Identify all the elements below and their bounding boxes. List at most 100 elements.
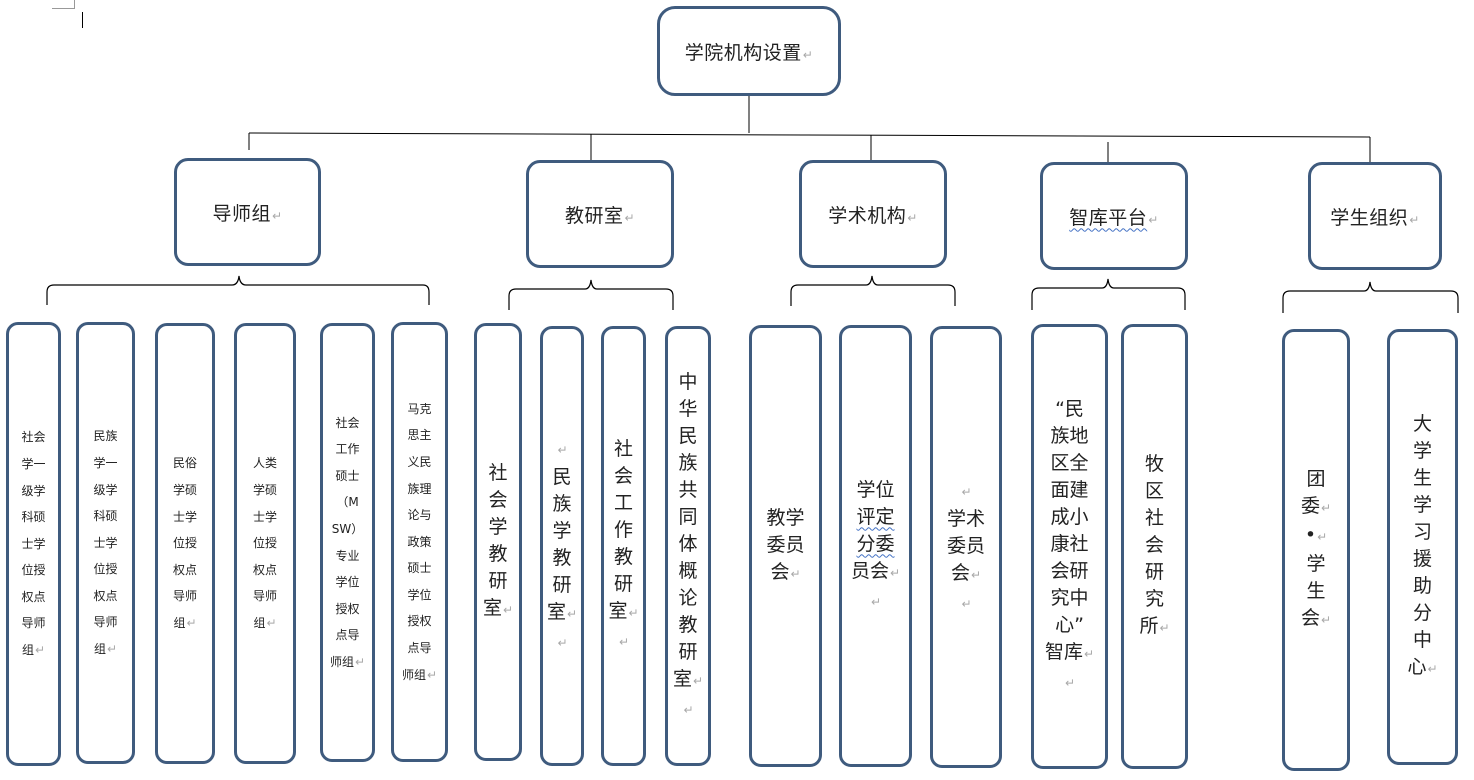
unit-box[interactable]: 民俗学硕士学位授权点导师组↵	[155, 323, 215, 764]
unit-label-line: 学	[1412, 440, 1432, 462]
unit-label-line: 士学	[93, 535, 118, 550]
unit-box[interactable]: 牧区社会研究所↵	[1121, 324, 1188, 769]
unit-label-line: 权点	[252, 562, 277, 577]
unit-label-line: 会	[1144, 534, 1164, 556]
unit-label-line: 作	[613, 519, 633, 541]
unit-label-line: 研	[552, 574, 572, 596]
unit-label-line: 位授	[93, 562, 118, 577]
unit-label-line: 教学	[766, 506, 805, 529]
unit-box[interactable]: “民族地区全面建成小康社会研究中心”智库↵↵	[1031, 324, 1108, 769]
category-label: 导师组↵	[212, 202, 283, 225]
category-think-tank[interactable]: 智库平台↵	[1040, 162, 1188, 270]
unit-label-line: 分	[1412, 602, 1432, 624]
unit-label-line: ↵	[870, 594, 882, 609]
unit-label-line: 民	[678, 424, 698, 447]
unit-label-line: 体	[678, 532, 698, 555]
unit-label-line: 科硕	[21, 510, 46, 525]
unit-label-line: 硕士	[407, 561, 432, 576]
unit-label: 大学生学习援助分中心↵	[1407, 411, 1437, 683]
unit-box[interactable]: ↵民族学教研室↵↵	[540, 326, 584, 766]
unit-label-line: 学	[1412, 494, 1432, 516]
unit-label-line: 论	[678, 586, 698, 609]
unit-label-line: ↵	[557, 443, 568, 457]
unit-box[interactable]: 人类学硕士学位授权点导师组↵	[234, 323, 296, 764]
unit-box[interactable]: 社会学教研室↵	[474, 323, 522, 761]
unit-label-line: 究中	[1050, 587, 1089, 609]
unit-label-line: 教	[613, 546, 633, 568]
unit-label-line: 导师	[252, 589, 277, 604]
unit-label: ↵学术委员会↵↵	[947, 477, 985, 618]
unit-label: 牧区社会研究所↵	[1139, 451, 1169, 642]
unit-label-line: “民	[1055, 398, 1084, 420]
category-academic-bodies[interactable]: 学术机构↵	[799, 160, 947, 268]
unit-box[interactable]: 大学生学习援助分中心↵	[1387, 329, 1458, 765]
unit-label-line: 成小	[1050, 506, 1089, 528]
unit-box[interactable]: 团委↵•↵学生会↵	[1282, 329, 1350, 771]
unit-label-line: 点导	[335, 628, 360, 643]
category-label: 教研室↵	[564, 204, 636, 227]
unit-label-line: 级学	[21, 483, 46, 498]
unit-label-line: 授权	[335, 601, 360, 616]
unit-label-line: 会↵	[950, 561, 982, 584]
unit-label-line: 同	[678, 505, 698, 528]
category-student-org[interactable]: 学生组织↵	[1308, 162, 1442, 270]
root-node[interactable]: 学院机构设置↵	[657, 6, 841, 96]
unit-box[interactable]: 马克思主义民族理论与政策硕士学位授权点导师组↵	[391, 322, 448, 762]
unit-label-line: 中	[1412, 629, 1432, 651]
unit-label-line: 团	[1306, 468, 1326, 490]
unit-label-line: 共	[678, 478, 698, 501]
unit-label-line: 社	[488, 462, 508, 484]
unit-label-line: 权点	[172, 562, 197, 577]
unit-box[interactable]: 学位评定分委员会↵↵	[839, 325, 912, 767]
unit-label-line: 民族	[93, 429, 118, 444]
unit-label-line: 室↵	[608, 600, 639, 622]
category-teaching-office[interactable]: 教研室↵	[526, 160, 674, 268]
unit-label-line: 组↵	[253, 615, 277, 630]
unit-label: 教学委员会↵	[766, 505, 804, 588]
category-tutor-group[interactable]: 导师组↵	[174, 158, 321, 266]
unit-label-line: 人类	[252, 456, 277, 471]
unit-label: 中华民族共同体概论教研室↵↵	[673, 369, 703, 724]
unit-label-line: 学	[488, 516, 508, 538]
root-title: 学院机构设置↵	[684, 41, 814, 64]
unit-label-line: 民	[552, 466, 572, 488]
unit-label-line: 导师	[93, 615, 118, 630]
unit-label-line: 学硕	[252, 483, 277, 498]
unit-box[interactable]: ↵学术委员会↵↵	[930, 326, 1002, 768]
unit-label: 人类学硕士学位授权点导师组↵	[253, 450, 277, 636]
unit-label-line: 区全	[1050, 452, 1089, 474]
unit-label-line: 究	[1144, 588, 1164, 610]
unit-label-line: 所↵	[1139, 615, 1170, 637]
unit-label-line: 习	[1412, 521, 1432, 543]
unit-label-line: 社	[1144, 507, 1164, 529]
category-label: 学术机构↵	[828, 204, 918, 227]
unit-label: 团委↵•↵学生会↵	[1301, 466, 1331, 634]
unit-label-line: 研	[613, 573, 633, 595]
unit-label-line: 授权	[407, 614, 432, 629]
unit-label-line: 援	[1412, 548, 1432, 570]
unit-label-line: 社会	[335, 415, 360, 430]
unit-box[interactable]: 民族学一级学科硕士学位授权点导师组↵	[76, 322, 135, 764]
unit-box[interactable]: 教学委员会↵	[749, 325, 822, 767]
unit-label-line: 导师	[172, 589, 197, 604]
unit-label-line: 社会	[21, 430, 46, 445]
unit-label-line: 研	[1144, 561, 1164, 583]
unit-box[interactable]: 社会学一级学科硕士学位授权点导师组↵	[6, 322, 61, 766]
unit-label-line: 室↵	[482, 597, 514, 619]
unit-box[interactable]: 社会工作教研室↵↵	[601, 326, 646, 766]
unit-label-line: 政策	[407, 534, 432, 549]
unit-label-line: 位授	[172, 536, 197, 551]
unit-label-line: ↵	[961, 596, 972, 611]
unit-box[interactable]: 中华民族共同体概论教研室↵↵	[665, 326, 711, 766]
unit-label-line: 师组↵	[329, 654, 366, 669]
unit-label-line: 心”	[1055, 614, 1084, 636]
unit-label-line: 论与	[407, 508, 432, 523]
unit-label-line: 族	[678, 451, 698, 474]
unit-label-line: 教	[488, 543, 508, 565]
unit-label-line: 教	[552, 547, 572, 569]
unit-label: 马克思主义民族理论与政策硕士学位授权点导师组↵	[402, 396, 437, 689]
unit-label-line: 硕士	[335, 468, 360, 483]
unit-label-line: 学	[552, 520, 572, 542]
